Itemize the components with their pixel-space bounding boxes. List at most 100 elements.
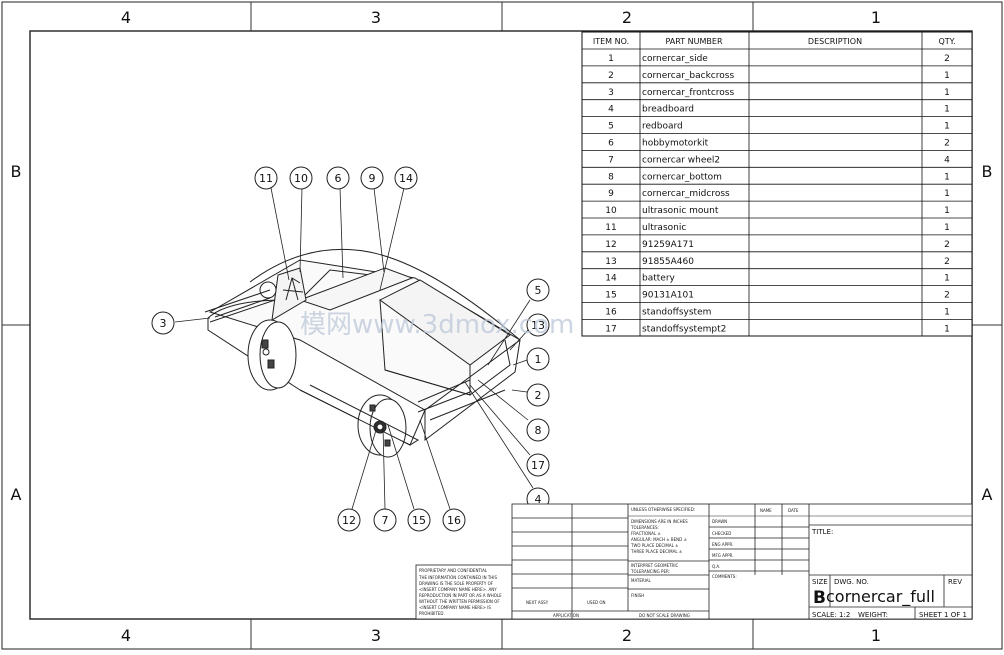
- svg-text:4: 4: [535, 493, 542, 506]
- bom-cell-part: redboard: [642, 122, 683, 132]
- svg-text:15: 15: [412, 514, 426, 527]
- bom-cell-part: cornercar_backcross: [642, 71, 734, 81]
- svg-text:12: 12: [342, 514, 356, 527]
- title-label: TITLE:: [811, 528, 833, 536]
- bom-cell-part: hobbymotorkit: [642, 139, 709, 149]
- bom-cell-part: 91259A171: [642, 240, 694, 250]
- balloon-9: 9: [360, 166, 384, 190]
- balloon-7: 7: [373, 508, 397, 532]
- bom-cell-qty: 1: [944, 105, 950, 115]
- zone-labels: 4 3 2 1 4 3 2 1 B A B A: [11, 8, 993, 645]
- bom-cell-qty: 1: [944, 206, 950, 216]
- bom-cell-part: 90131A101: [642, 291, 694, 301]
- bom-cell-item: 9: [608, 189, 614, 199]
- bom-row: 6 hobbymotorkit 2: [608, 139, 950, 149]
- zone-col-top: 2: [622, 8, 632, 27]
- bom-cell-qty: 2: [944, 291, 950, 301]
- proprietary-line: PROHIBITED.: [419, 611, 445, 616]
- svg-text:16: 16: [447, 514, 461, 527]
- zone-col-bottom: 3: [371, 626, 381, 645]
- breadboard-plate: [384, 339, 511, 396]
- zone-col-top: 4: [121, 8, 131, 27]
- balloon-6: 6: [326, 166, 350, 190]
- zone-col-bottom: 1: [871, 626, 881, 645]
- bom-cell-item: 15: [605, 291, 616, 301]
- zone-col-bottom: 4: [121, 626, 131, 645]
- rev-label: REV: [948, 578, 962, 586]
- bom-table: ITEM NO. PART NUMBER DESCRIPTION QTY. 1 c…: [581, 31, 973, 337]
- bom-row: 1 cornercar_side 2: [608, 54, 950, 64]
- dwg-no-label: DWG. NO.: [834, 578, 869, 586]
- svg-text:1: 1: [535, 353, 542, 366]
- application-label: APPLICATION: [553, 613, 579, 618]
- eng-appr-label: ENG APPR.: [712, 542, 733, 547]
- size-label: SIZE: [812, 578, 828, 586]
- proprietary-line: REPRODUCTION IN PART OR AS A WHOLE: [419, 593, 502, 598]
- proprietary-block: PROPRIETARY AND CONFIDENTIAL THE INFORMA…: [415, 564, 513, 620]
- bom-cell-qty: 2: [944, 240, 950, 250]
- dimensions-note: DIMENSIONS ARE IN INCHES: [631, 519, 688, 524]
- bom-row-lines: [582, 48, 972, 320]
- ultrasonic-sensor: [282, 277, 304, 301]
- bom-cell-part: ultrasonic: [642, 223, 686, 233]
- bom-cell-item: 12: [605, 240, 616, 250]
- proprietary-line: <INSERT COMPANY NAME HERE>. ANY: [419, 587, 497, 592]
- bom-cell-part: cornercar_side: [642, 54, 708, 64]
- zone-row-right: B: [982, 162, 993, 181]
- front-wheel: [247, 319, 297, 391]
- bom-cell-item: 6: [608, 139, 614, 149]
- mfg-appr-label: MFG APPR.: [712, 553, 734, 558]
- bom-cell-item: 5: [608, 122, 614, 132]
- bom-cell-item: 11: [605, 223, 616, 233]
- bom-rows: 1 cornercar_side 2 2 cornercar_backcross 1 3 co…: [605, 54, 950, 334]
- checked-label: CHECKED: [712, 531, 731, 536]
- proprietary-line: WITHOUT THE WRITTEN PERMISSION OF: [419, 599, 500, 604]
- bom-cell-qty: 1: [944, 172, 950, 182]
- interpret-geometric: INTERPRET GEOMETRIC: [631, 563, 679, 568]
- sheet-label: SHEET 1 OF 1: [919, 611, 967, 619]
- bom-cell-item: 1: [608, 54, 614, 64]
- bom-cell-qty: 2: [944, 54, 950, 64]
- fractional-tol: FRACTIONAL ±: [631, 531, 661, 536]
- car-side-rear: [424, 339, 521, 442]
- bom-cell-part: ultrasonic mount: [642, 206, 719, 216]
- bom-cell-qty: 1: [944, 71, 950, 81]
- car-assembly-drawing: [204, 248, 521, 458]
- zone-col-top: 3: [371, 8, 381, 27]
- balloon-16: 16: [442, 508, 466, 532]
- finish-label: FINISH: [631, 593, 644, 598]
- zone-row-right: A: [982, 485, 993, 504]
- used-on-label: USED ON: [587, 600, 606, 605]
- bom-cell-part: breadboard: [642, 105, 694, 115]
- svg-text:2: 2: [535, 389, 542, 402]
- bom-cell-part: cornercar_midcross: [642, 189, 730, 199]
- do-not-scale: DO NOT SCALE DRAWING: [639, 613, 690, 618]
- weight-label: WEIGHT:: [858, 611, 888, 619]
- midcross-bar: [298, 267, 414, 311]
- bom-cell-part: standoffsystem: [642, 308, 711, 318]
- proprietary-line: <INSERT COMPANY NAME HERE> IS: [419, 605, 491, 610]
- drawn-label: DRAWN: [712, 519, 727, 524]
- bom-header-qty: QTY.: [939, 37, 956, 46]
- battery-box: [379, 279, 511, 366]
- bom-cell-qty: 4: [944, 155, 950, 165]
- bom-header-item: ITEM NO.: [593, 37, 629, 46]
- bom-cell-item: 10: [605, 206, 617, 216]
- bom-header-part: PART NUMBER: [665, 37, 722, 46]
- next-assy-label: NEXT ASSY: [526, 600, 549, 605]
- title-block: [511, 503, 973, 620]
- bom-cell-item: 3: [608, 88, 614, 98]
- zone-col-top: 1: [871, 8, 881, 27]
- tolerances-label: TOLERANCES:: [630, 525, 659, 530]
- bom-cell-qty: 2: [944, 139, 950, 149]
- bom-header-description: DESCRIPTION: [808, 37, 862, 46]
- zone-row-left: A: [11, 485, 22, 504]
- qa-label: Q.A.: [712, 564, 720, 569]
- bom-cell-part: battery: [642, 274, 676, 284]
- svg-text:14: 14: [399, 172, 413, 185]
